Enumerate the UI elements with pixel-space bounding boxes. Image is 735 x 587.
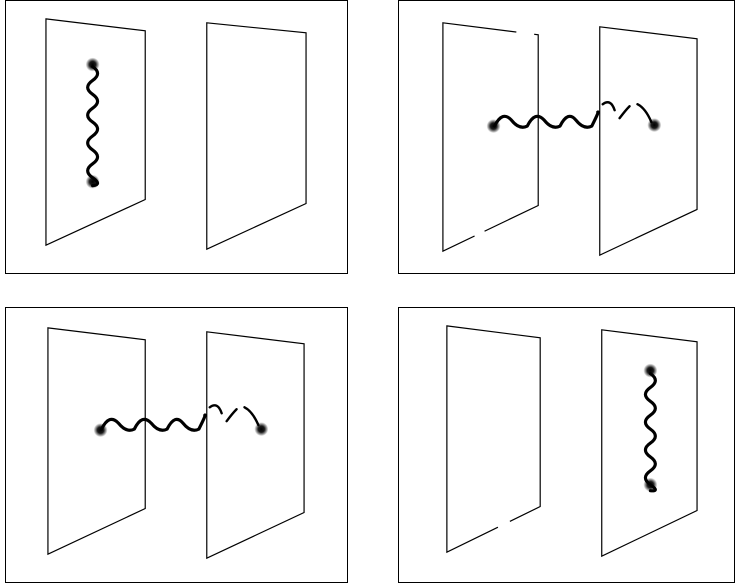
- string-endpoint-top: [643, 364, 657, 378]
- string-endpoint-left: [487, 119, 501, 133]
- panel-top-right-drawing: [399, 1, 734, 273]
- panel-bottom-left: [5, 307, 348, 583]
- panel-top-left-drawing: [6, 1, 347, 273]
- right-brane: [207, 332, 304, 558]
- open-string-visible: [102, 415, 206, 430]
- panel-top-right: [398, 0, 735, 274]
- left-brane: [443, 23, 538, 251]
- right-brane: [207, 23, 306, 249]
- open-string-behind-brane: [603, 102, 652, 122]
- left-brane: [48, 328, 145, 554]
- brane-edge-gap: [516, 32, 534, 34]
- string-endpoint-top: [86, 58, 100, 72]
- open-string-behind-brane: [210, 405, 259, 425]
- string-endpoint-bottom: [643, 478, 657, 492]
- string-endpoint-bottom: [86, 175, 100, 189]
- open-string: [88, 67, 98, 186]
- string-endpoint-left: [94, 423, 108, 437]
- panel-top-left: [5, 0, 348, 274]
- panel-bottom-left-drawing: [6, 308, 347, 582]
- panel-bottom-right-drawing: [399, 308, 734, 582]
- panel-bottom-right: [398, 307, 735, 583]
- brane-edge-gap: [475, 231, 485, 236]
- open-string: [645, 374, 655, 491]
- open-string-visible: [495, 112, 599, 127]
- string-endpoint-right: [647, 118, 661, 132]
- string-endpoint-right: [254, 422, 268, 436]
- brane-edge-gap: [498, 522, 510, 528]
- left-brane: [447, 326, 540, 552]
- right-brane: [600, 27, 697, 255]
